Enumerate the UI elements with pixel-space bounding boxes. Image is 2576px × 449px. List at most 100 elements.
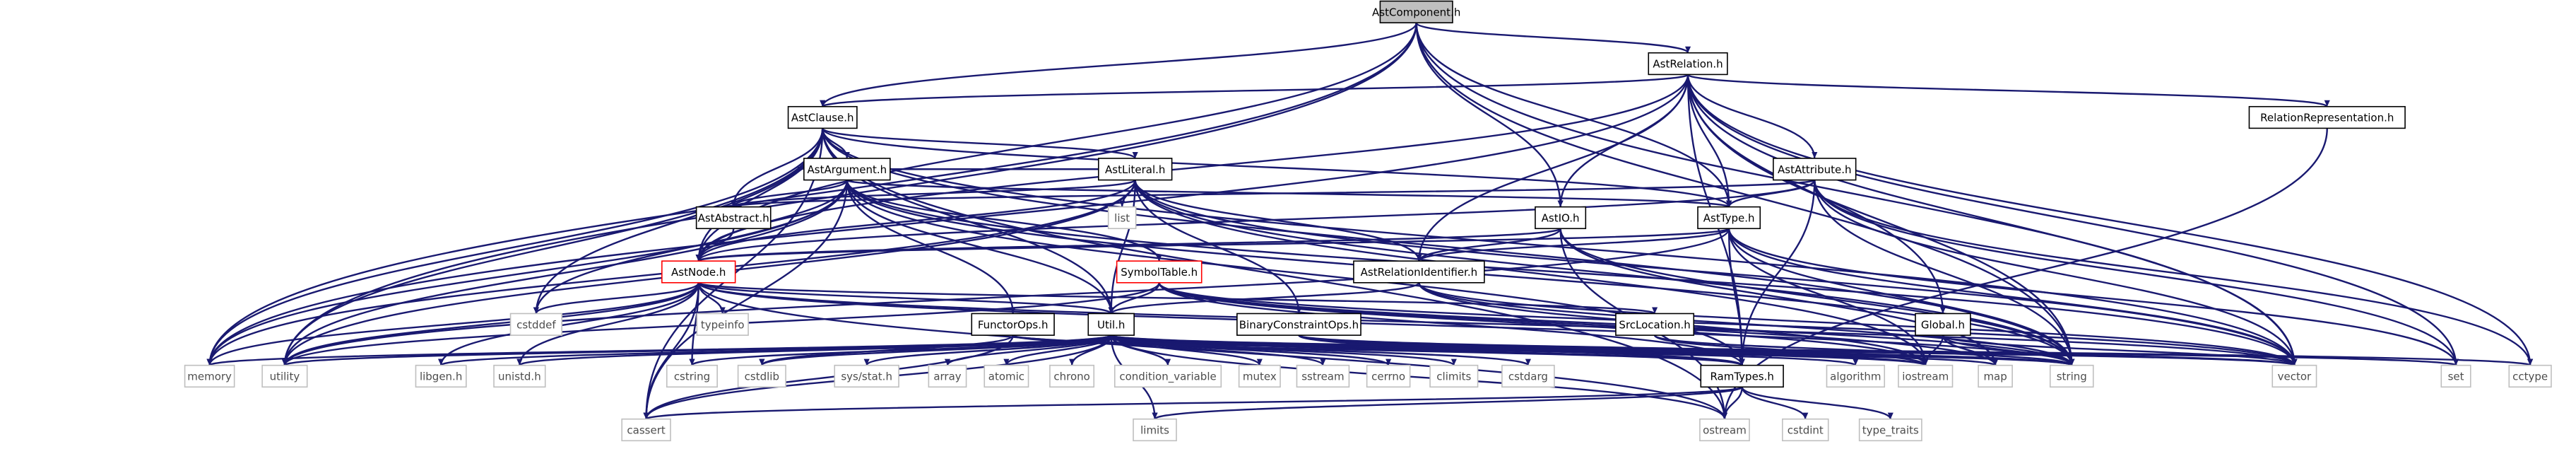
node-type_traits: type_traits — [1858, 418, 1922, 442]
node-string: string — [2049, 364, 2094, 388]
node-mutex: mutex — [1238, 364, 1281, 388]
node-box-AstNode — [661, 260, 736, 284]
node-box-BinaryConstraintOps — [1236, 313, 1361, 336]
edge-AstArgument-to-AstAbstract — [732, 180, 849, 208]
node-label-unistd: unistd.h — [498, 370, 541, 383]
node-utility: utility — [261, 364, 308, 388]
node-AstType[interactable]: AstType.h — [1697, 206, 1761, 230]
node-label-RamTypes: RamTypes.h — [1710, 370, 1773, 383]
node-box-AstArgument — [803, 158, 891, 181]
node-box-cstdint — [1782, 418, 1829, 442]
node-box-AstAbstract — [695, 206, 772, 230]
node-box-SymbolTable — [1116, 260, 1203, 284]
node-box-libgen — [415, 364, 467, 388]
node-AstArgument[interactable]: AstArgument.h — [803, 158, 891, 181]
arrowhead-AstRelation-to-AstIO — [1557, 200, 1564, 207]
node-label-list: list — [1114, 211, 1130, 224]
node-AstComponent[interactable]: AstComponent.h — [1372, 0, 1460, 24]
node-AstRelation[interactable]: AstRelation.h — [1648, 52, 1728, 76]
node-map: map — [1978, 364, 2013, 388]
node-box-cstring — [666, 364, 718, 388]
arrowhead-Util-to-vector — [2291, 358, 2298, 366]
node-AstAttribute[interactable]: AstAttribute.h — [1773, 158, 1857, 181]
edge-AstNode-to-unistd — [519, 282, 699, 366]
node-label-cstddef: cstddef — [516, 318, 556, 331]
edge-AstType-to-AstRelationIdentifier — [1418, 228, 1730, 262]
node-label-string: string — [2057, 370, 2087, 383]
node-box-typeinfo — [696, 313, 749, 336]
arrowhead-Util-to-libgen — [438, 358, 444, 366]
node-box-AstRelationIdentifier — [1353, 260, 1485, 284]
node-AstLiteral[interactable]: AstLiteral.h — [1098, 158, 1173, 181]
node-SrcLocation[interactable]: SrcLocation.h — [1615, 313, 1695, 336]
node-box-algorithm — [1826, 364, 1886, 388]
node-label-limits: limits — [1140, 424, 1169, 436]
node-label-libgen: libgen.h — [420, 370, 462, 383]
edge-AstClause-to-AstLiteral — [822, 127, 1136, 160]
edge-AstIO-to-string — [1559, 228, 2073, 366]
edge-AstNode-to-utility — [283, 282, 699, 366]
node-box-list — [1107, 206, 1137, 230]
node-AstClause[interactable]: AstClause.h — [787, 105, 858, 129]
node-RelationRepresentation[interactable]: RelationRepresentation.h — [2248, 105, 2406, 129]
arrowhead-AstLiteral-to-list — [1119, 200, 1125, 207]
node-AstIO[interactable]: AstIO.h — [1535, 206, 1587, 230]
node-label-cassert: cassert — [627, 424, 665, 436]
edge-AstAttribute-to-AstType — [1727, 180, 1816, 208]
node-label-AstType: AstType.h — [1703, 211, 1755, 224]
node-Util[interactable]: Util.h — [1087, 313, 1135, 336]
node-set: set — [2440, 364, 2471, 388]
node-cstdlib: cstdlib — [737, 364, 786, 388]
node-label-set: set — [2448, 370, 2464, 383]
node-AstAbstract[interactable]: AstAbstract.h — [695, 206, 772, 230]
node-label-utility: utility — [270, 370, 300, 383]
node-box-AstComponent — [1379, 0, 1453, 24]
edge-RamTypes-to-limits — [1154, 386, 1743, 420]
node-box-cstdlib — [737, 364, 786, 388]
arrowhead-Util-to-cstring — [689, 358, 695, 366]
node-sysstat: sys/stat.h — [834, 364, 899, 388]
node-SymbolTable[interactable]: SymbolTable.h — [1116, 260, 1203, 284]
edge-AstNode-to-memory — [208, 282, 699, 366]
node-label-SymbolTable: SymbolTable.h — [1121, 266, 1198, 279]
node-algorithm: algorithm — [1826, 364, 1886, 388]
node-atomic: atomic — [983, 364, 1029, 388]
node-iostream: iostream — [1898, 364, 1954, 388]
edge-AstRelation-to-RelationRepresentation — [1686, 74, 2328, 107]
edge-AstClause-to-cstddef — [535, 128, 824, 314]
node-box-mutex — [1238, 364, 1281, 388]
edge-AstRelationIdentifier-to-Util — [1110, 281, 1420, 315]
node-box-map — [1978, 364, 2013, 388]
node-label-AstAbstract: AstAbstract.h — [698, 211, 769, 224]
node-box-RamTypes — [1700, 364, 1784, 388]
node-AstRelationIdentifier[interactable]: AstRelationIdentifier.h — [1353, 260, 1485, 284]
node-Global[interactable]: Global.h — [1915, 313, 1971, 336]
edge-Util-to-array — [946, 334, 1112, 366]
arrowhead-AstLiteral-to-AstArgument — [797, 166, 804, 173]
node-condition_variable: condition_variable — [1113, 364, 1222, 388]
node-label-typeinfo: typeinfo — [701, 318, 745, 331]
edge-AstType-to-string — [1727, 228, 2073, 366]
edge-AstIO-to-map — [1559, 228, 1997, 366]
node-label-cctype: cctype — [2512, 370, 2548, 383]
node-RamTypes[interactable]: RamTypes.h — [1700, 364, 1784, 388]
node-AstNode[interactable]: AstNode.h — [661, 260, 736, 284]
node-BinaryConstraintOps[interactable]: BinaryConstraintOps.h — [1236, 313, 1361, 336]
edge-AstNode-to-Util — [697, 281, 1112, 315]
arrowhead-AstNode-to-cstddef — [533, 307, 539, 314]
edge-AstArgument-to-cassert — [645, 180, 849, 419]
edge-AstType-to-AstNode — [697, 228, 1730, 262]
edge-AstClause-to-vector — [822, 128, 2296, 366]
node-FunctorOps[interactable]: FunctorOps.h — [971, 313, 1055, 336]
node-label-memory: memory — [187, 370, 232, 383]
edge-AstType-to-vector — [1727, 228, 2296, 366]
arrowhead-Util-to-RamTypes — [1739, 358, 1745, 366]
node-label-AstComponent: AstComponent.h — [1372, 6, 1460, 18]
node-label-cstdint: cstdint — [1788, 424, 1824, 436]
edge-Util-to-unistd — [519, 334, 1112, 366]
node-box-memory — [184, 364, 235, 388]
node-vector: vector — [2271, 364, 2317, 388]
edge-Global-to-string — [1942, 334, 2073, 366]
node-box-cassert — [621, 418, 671, 442]
